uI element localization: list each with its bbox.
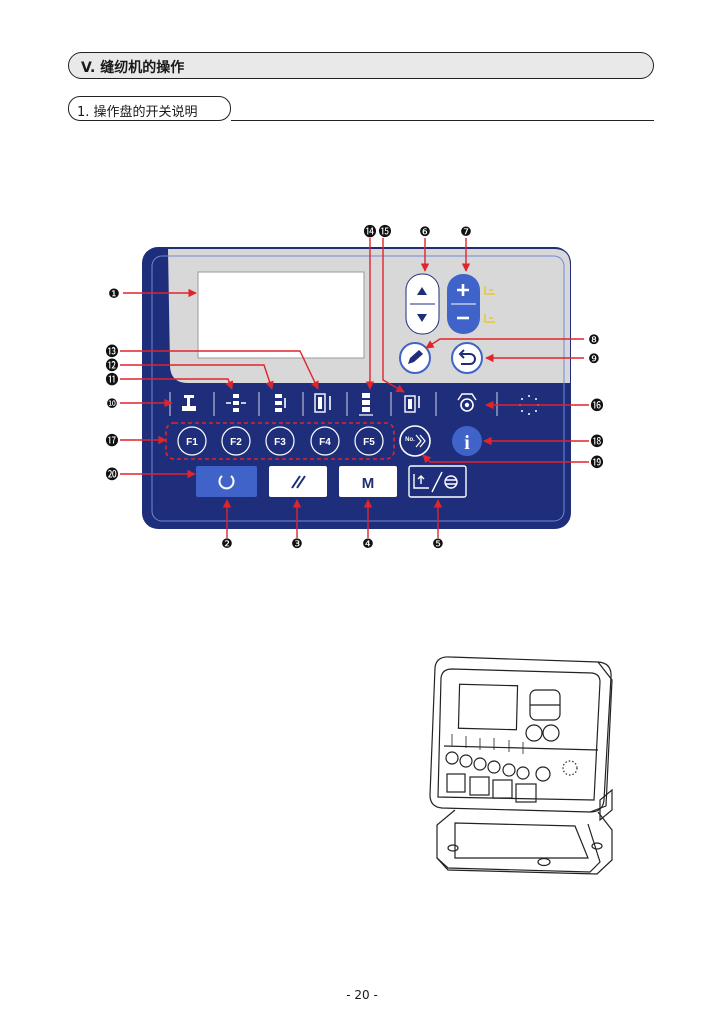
section-header-box: V. 缝纫机的操作 [68,52,654,79]
return-button[interactable] [451,342,483,374]
callout-16: ⓰ [590,399,603,414]
pencil-icon [408,350,423,364]
subsection-header-box: 1. 操作盘的开关说明 [68,96,231,121]
page-number: - 20 - [346,988,378,1002]
f4-label: F4 [319,437,331,448]
chevron-right-icon [415,434,426,448]
callout-15: ⓯ [378,225,391,240]
f2-label: F2 [230,437,242,448]
f5-label: F5 [363,437,375,448]
f3-label: F3 [274,437,286,448]
f-keys: F1 F2 F3 F4 F5 [177,426,384,456]
reset-key[interactable] [269,466,327,497]
callout-numbers: ❶ ❷ ❸ ❹ ❺ ❻ ❼ ❽ ❾ ❿ ⓫ ⓬ ⓭ ⓮ ⓯ ⓰ ⓱ ⓲ ⓳ ⓴ [105,225,603,552]
callout-18: ⓲ [590,435,603,450]
callout-2: ❷ [221,537,233,552]
info-icon: i [464,432,470,454]
return-icon [458,349,476,365]
f4-key[interactable] [310,426,340,456]
icon-row-separators [169,392,498,416]
f5-key[interactable] [354,426,384,456]
reset-icon [291,475,306,489]
callout-8: ❽ [588,333,600,348]
information-key[interactable] [452,426,482,456]
stitch-align-icon [275,394,286,412]
callout-10: ❿ [106,397,118,412]
plus-minus-keys[interactable] [447,274,480,334]
callout-5: ❺ [432,537,444,552]
ready-key[interactable] [196,466,257,497]
callout-19: ⓳ [590,456,603,471]
ready-icon [218,475,235,490]
f1-key[interactable] [177,426,207,456]
f3-key[interactable] [265,426,295,456]
stitch-pitch-icon [404,395,420,413]
down-arrow-icon [417,314,427,322]
thread-tension-icon [457,393,477,412]
callout-3: ❸ [291,537,303,552]
cursor-keys[interactable] [405,273,440,335]
callout-11: ⓫ [105,373,118,388]
callout-13: ⓭ [105,345,118,360]
callout-7: ❼ [460,225,472,240]
stitch-length-icon [314,393,331,413]
presser-foot-icon [184,395,194,398]
pattern-number-key[interactable] [399,425,431,457]
callout-17: ⓱ [105,434,118,449]
callout-14: ⓮ [363,225,376,240]
callout-lines [120,238,589,538]
callout-4: ❹ [362,537,374,552]
lcd-display [197,271,365,359]
plus-icon [457,284,469,296]
f2-key[interactable] [221,426,251,456]
no-key-label: No. [405,437,415,443]
mode-key[interactable] [339,466,397,497]
panel-unit-line-drawing [429,656,613,875]
callout-9: ❾ [588,352,600,367]
stitch-center-icon [226,394,246,412]
callout-6: ❻ [419,225,431,240]
stitch-count-icon [484,286,495,323]
section-title: V. 缝纫机的操作 [81,60,185,76]
stitch-width-icon [359,393,373,416]
callout-20: ⓴ [105,468,118,483]
callout-1: ❶ [108,287,120,302]
subsection-underline [231,120,654,122]
callout-12: ⓬ [105,359,118,374]
up-arrow-icon [417,287,427,295]
bobbin-winder-icon [413,471,458,493]
subsection-title: 1. 操作盘的开关说明 [77,105,198,120]
f1-label: F1 [186,437,198,448]
mode-key-label: M [362,475,375,492]
